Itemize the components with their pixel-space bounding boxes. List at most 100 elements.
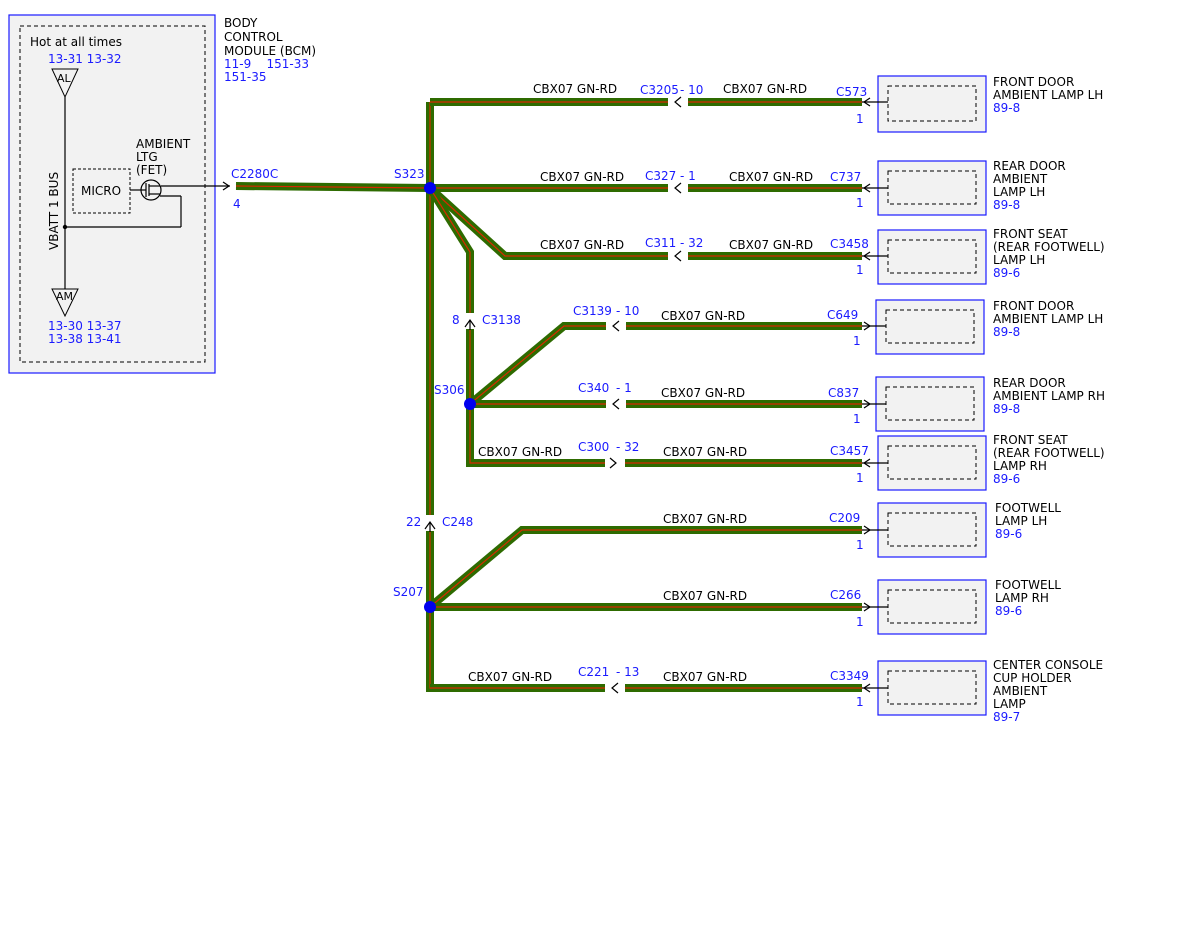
wire-label: CBX07 GN-RD [661, 386, 745, 400]
am-fuse-refs-1: 13-30 13-37 [48, 319, 122, 333]
lamp-connector-label: C209 [829, 511, 860, 525]
splice-s207-label: S207 [393, 585, 424, 599]
wire-label: CBX07 GN-RD [663, 445, 747, 459]
lamp-box[interactable] [877, 502, 987, 558]
lamp-name-line: REAR DOOR [993, 159, 1066, 173]
inline-gap [672, 250, 684, 262]
inline-connector-arrow-icon[interactable] [612, 398, 620, 410]
lamp-name-line: LAMP [993, 697, 1026, 711]
lamp-connector-pin: 1 [856, 615, 864, 629]
lamp-connector-pin: 1 [856, 538, 864, 552]
lamp-box[interactable] [877, 229, 987, 285]
inline-connector-label: C3139 [573, 304, 612, 318]
lamp-box[interactable] [877, 579, 987, 635]
inline-connector-label: C327 [645, 169, 676, 183]
inline-connector-label: C221 [578, 665, 609, 679]
inline-connector-arrow-icon[interactable] [611, 682, 619, 694]
inline-connector-label: C311 [645, 236, 676, 250]
al-fuse-label: AL [57, 72, 72, 85]
inline-connector-arrow-icon[interactable] [612, 320, 620, 332]
wire-label: CBX07 GN-RD [723, 82, 807, 96]
lamp-name-line: AMBIENT LAMP RH [993, 389, 1105, 403]
micro-box [72, 168, 131, 214]
bcm-connector-label: C2280C [231, 167, 278, 181]
lamp-name-line: FRONT SEAT [993, 227, 1068, 241]
bcm-ref-2: 151-35 [224, 70, 267, 84]
lamp-connector-label: C3457 [830, 444, 869, 458]
lamp-name-line: AMBIENT [993, 684, 1048, 698]
lamp-box[interactable] [877, 75, 987, 133]
am-fuse-label: AM [56, 290, 73, 303]
lamp-name-line: AMBIENT LAMP LH [993, 88, 1103, 102]
lamp-name-line: FRONT SEAT [993, 433, 1068, 447]
lamp-page-ref: 89-6 [995, 527, 1022, 541]
inline-gap [609, 682, 621, 694]
connector-arrow-icon [862, 458, 871, 468]
lamp-name-line: LAMP LH [993, 185, 1045, 199]
inline-connector-arrow-icon[interactable] [609, 457, 617, 469]
bcm-title-line-2: CONTROL [224, 30, 283, 44]
bcm-connector-pin: 4 [233, 197, 241, 211]
lamp-page-ref: 89-6 [993, 472, 1020, 486]
splice-s323[interactable] [424, 182, 436, 194]
splice-s207[interactable] [424, 601, 436, 613]
lamp-name-line: REAR DOOR [993, 376, 1066, 390]
splice-s306[interactable] [464, 398, 476, 410]
lamp-connector-pin: 1 [856, 196, 864, 210]
lamp-name-line: LAMP LH [993, 253, 1045, 267]
fet-label-line-2: LTG [136, 150, 158, 164]
inline-gap [610, 398, 622, 410]
lamp-connector-label: C3349 [830, 669, 869, 683]
lamp-page-ref: 89-8 [993, 198, 1020, 212]
c248-label: C248 [442, 515, 473, 529]
bcm-module[interactable] [8, 14, 216, 374]
inline-gap [672, 96, 684, 108]
lamp-connector-pin: 1 [856, 695, 864, 709]
c3138-label: C3138 [482, 313, 521, 327]
lamp-box[interactable] [877, 160, 987, 216]
wire-label: CBX07 GN-RD [663, 589, 747, 603]
am-fuse-icon [51, 288, 79, 318]
lamp-box[interactable] [875, 376, 985, 432]
lamp-connector-label: C266 [830, 588, 861, 602]
connector-arrow-icon [863, 321, 872, 331]
wire-label: CBX07 GN-RD [663, 670, 747, 684]
bcm-title-line-3: MODULE (BCM) [224, 44, 316, 58]
inline-connector-arrow-icon[interactable] [674, 182, 682, 194]
inline-connector-pin: - 1 [680, 169, 696, 183]
inline-connector-label: C340 [578, 381, 609, 395]
connector-arrow-icon [862, 683, 871, 693]
wire-label: CBX07 GN-RD [540, 170, 624, 184]
c3138-connector-icon[interactable] [464, 313, 476, 330]
lamp-box[interactable] [877, 435, 987, 491]
lamp-box[interactable] [877, 660, 987, 716]
lamp-page-ref: 89-6 [995, 604, 1022, 618]
lamp-name-line: AMBIENT [993, 172, 1048, 186]
hot-at-all-times-label: Hot at all times [30, 35, 122, 49]
lamp-name-line: FRONT DOOR [993, 75, 1074, 89]
am-fuse-refs-2: 13-38 13-41 [48, 332, 122, 346]
splice-s323-label: S323 [394, 167, 425, 181]
inline-gap [610, 320, 622, 332]
lamp-connector-pin: 1 [856, 112, 864, 126]
lamp-name-line: LAMP LH [995, 514, 1047, 528]
lamp-name-line: CUP HOLDER [993, 671, 1072, 685]
c248-pin: 22 [406, 515, 421, 529]
inline-connector-arrow-icon[interactable] [674, 250, 682, 262]
inline-connector-arrow-icon[interactable] [674, 96, 682, 108]
inline-connector-label: C3205 [640, 83, 679, 97]
connector-arrow-icon [863, 525, 872, 535]
c248-connector-icon[interactable] [424, 515, 436, 532]
lamp-page-ref: 89-7 [993, 710, 1020, 724]
inline-connector-pin: - 10 [680, 83, 703, 97]
lamp-box[interactable] [875, 299, 985, 355]
connector-arrow-icon [863, 399, 872, 409]
lamp-name-line: LAMP RH [995, 591, 1049, 605]
lamp-name-line: FOOTWELL [995, 578, 1061, 592]
